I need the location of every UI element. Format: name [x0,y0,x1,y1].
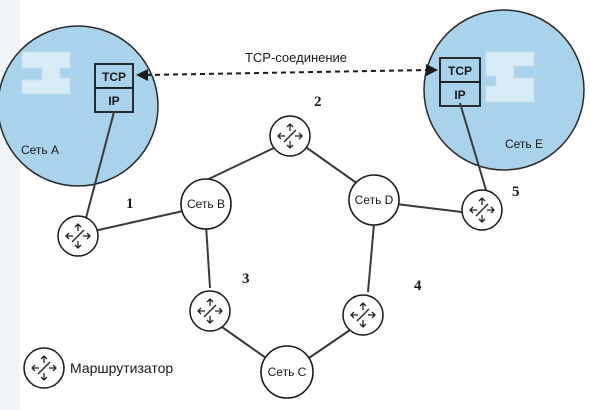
tcp-arrowhead-left [136,69,148,81]
tcp-connection: TCP-соединение [136,50,438,81]
legend: Маршрутизатор [23,347,173,389]
link-d-router4 [367,223,375,293]
network-b-label: Сеть B [187,197,225,211]
router-4 [342,294,384,336]
router-number-4: 4 [414,278,422,294]
link-b-router3 [205,224,211,289]
router-3 [189,290,231,332]
network-e-label: Сеть E [505,137,543,151]
router-number-3: 3 [242,271,250,287]
router-number-5: 5 [512,184,520,200]
link-d-router5 [395,203,471,214]
router-number-1: 1 [126,196,134,212]
network-a-label: Сеть A [21,143,59,157]
router-5 [461,189,503,231]
legend-label: Маршрутизатор [70,360,173,376]
network-e-ip-box [439,81,481,107]
network-a-ip-label: IP [108,94,119,108]
network-c: Сеть C [260,345,314,399]
router-1 [57,215,99,257]
host-a-shape [21,51,71,95]
network-d: Сеть D [348,174,400,226]
link-router3-c [221,326,267,359]
network-a: TCP IP Сеть A [0,25,159,187]
link-router4-c [305,329,351,361]
link-router2-d [299,142,359,185]
network-e: TCP IP Сеть E [423,9,585,171]
tcp-connection-label: TCP-соединение [245,50,347,65]
router-2 [269,115,311,157]
network-c-label: Сеть C [268,365,307,379]
network-links [85,102,487,361]
host-e-shape [485,51,535,103]
link-a-router1 [85,111,115,219]
router-number-2: 2 [314,94,322,110]
tcp-arrowhead-right [426,64,438,76]
link-router1-b [93,210,184,232]
network-e-tcp-label: TCP [448,64,472,78]
link-e-router5 [459,102,487,191]
network-e-ip-label: IP [454,88,465,102]
network-d-label: Сеть D [355,193,394,207]
network-b: Сеть B [180,178,232,230]
network-a-tcp-label: TCP [102,70,126,84]
